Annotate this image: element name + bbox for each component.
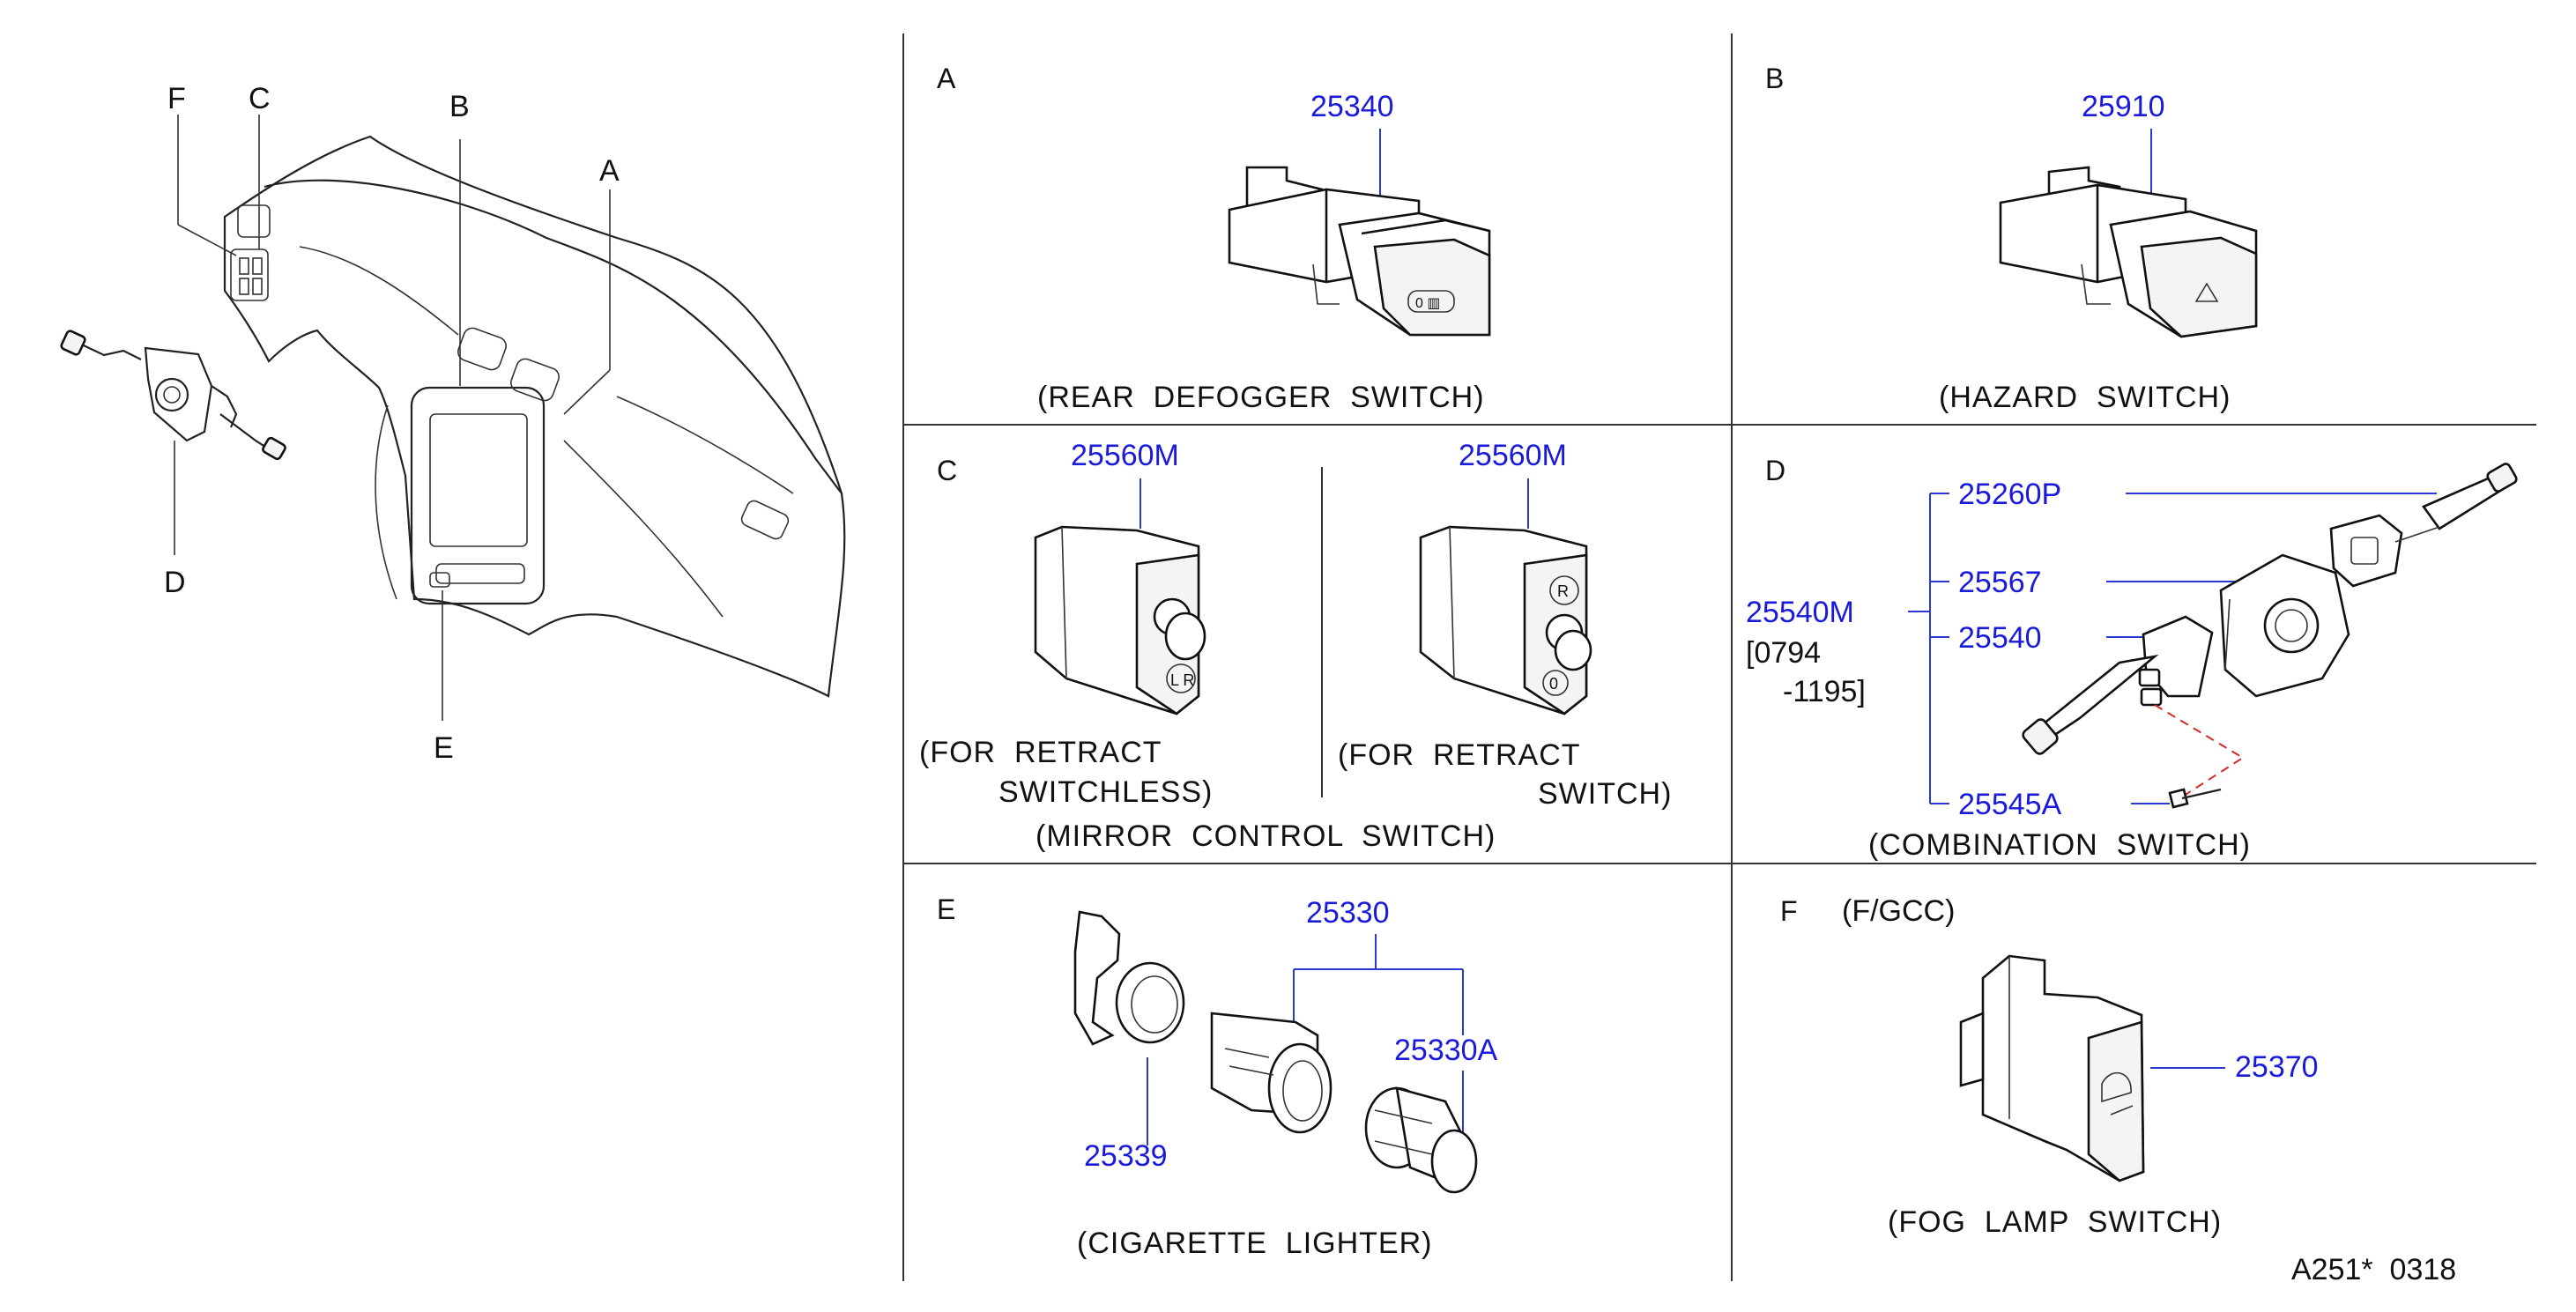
date-range-start: [0794 [1746, 636, 1821, 670]
section-a-letter: A [937, 63, 956, 94]
section-f-letter: F [1780, 895, 1798, 927]
mirror-switch-retract-drawing: R 0 [1419, 525, 1592, 715]
callout-b: B [449, 90, 470, 123]
svg-text:0: 0 [1549, 675, 1558, 693]
section-d-letter: D [1765, 455, 1785, 486]
hazard-caption: (HAZARD SWITCH) [1939, 381, 2231, 414]
part-number-25370[interactable]: 25370 [2235, 1050, 2319, 1084]
retract-caption-2: SWITCH) [1538, 777, 1672, 811]
callout-c: C [249, 82, 271, 115]
callout-e: E [434, 731, 454, 765]
section-c: C 25560M 25560M L R R 0 (FOR RETRACT [919, 439, 1672, 853]
part-number-25339[interactable]: 25339 [1084, 1139, 1168, 1173]
retract-caption-1: (FOR RETRACT [1338, 738, 1581, 772]
cigarette-lighter-drawing [1073, 910, 1478, 1194]
part-number-25540[interactable]: 25540 [1958, 621, 2042, 655]
hazard-switch-drawing [1999, 166, 2258, 338]
callout-a: A [599, 154, 620, 188]
fog-lamp-caption: (FOG LAMP SWITCH) [1888, 1205, 2222, 1239]
part-number-25560m-right[interactable]: 25560M [1459, 439, 1567, 472]
callout-d: D [164, 566, 186, 599]
retractless-caption-2: SWITCHLESS) [998, 775, 1213, 809]
section-a: A 25340 0 ▥ (REAR DEFOGGER SWITCH) [937, 63, 1491, 414]
cigarette-lighter-caption: (CIGARETTE LIGHTER) [1077, 1227, 1432, 1260]
svg-text:0 ▥: 0 ▥ [1415, 296, 1440, 311]
combination-switch-caption: (COMBINATION SWITCH) [1868, 828, 2251, 862]
date-range-end: -1195] [1783, 675, 1866, 708]
part-number-25567[interactable]: 25567 [1958, 566, 2042, 599]
section-f: F (F/GCC) 25370 (FOG LAMP SWITCH) [1780, 894, 2319, 1239]
section-d: D 25540M [0794 -1195] 25260P 25567 25540… [1746, 455, 2518, 862]
part-number-25340[interactable]: 25340 [1310, 90, 1394, 123]
mirror-control-caption: (MIRROR CONTROL SWITCH) [1036, 819, 1496, 853]
rear-defogger-switch-drawing: 0 ▥ [1228, 166, 1491, 337]
section-e: E 25330 25330A 25339 (CIGARETTE LIGHTER) [937, 893, 1498, 1260]
svg-text:R: R [1557, 582, 1569, 600]
part-number-25560m-left[interactable]: 25560M [1071, 439, 1179, 472]
mirror-switch-retractless-drawing: L R [1034, 525, 1206, 715]
section-c-letter: C [937, 455, 957, 486]
fog-lamp-switch-drawing [1959, 954, 2145, 1182]
dashboard-overview: F C B A D E [60, 82, 846, 765]
svg-text:L R: L R [1170, 671, 1194, 689]
grid-lines [902, 33, 2536, 1281]
part-number-25330[interactable]: 25330 [1306, 896, 1390, 930]
section-b: B 25910 (HAZARD SWITCH) [1765, 63, 2258, 414]
section-b-letter: B [1765, 63, 1784, 94]
diagram-code: A251* 0318 [2291, 1253, 2456, 1286]
retractless-caption-1: (FOR RETRACT [919, 736, 1162, 769]
combination-switch-drawing [2022, 463, 2518, 809]
fgcc-note: (F/GCC) [1842, 894, 1955, 928]
part-number-25330a[interactable]: 25330A [1394, 1034, 1498, 1067]
rear-defogger-caption: (REAR DEFOGGER SWITCH) [1037, 381, 1485, 414]
section-e-letter: E [937, 893, 955, 925]
part-number-25545a[interactable]: 25545A [1958, 788, 2062, 821]
part-number-25910[interactable]: 25910 [2082, 90, 2165, 123]
callout-f: F [167, 82, 186, 115]
part-number-25260p[interactable]: 25260P [1958, 478, 2061, 511]
part-number-25540m[interactable]: 25540M [1746, 596, 1854, 629]
